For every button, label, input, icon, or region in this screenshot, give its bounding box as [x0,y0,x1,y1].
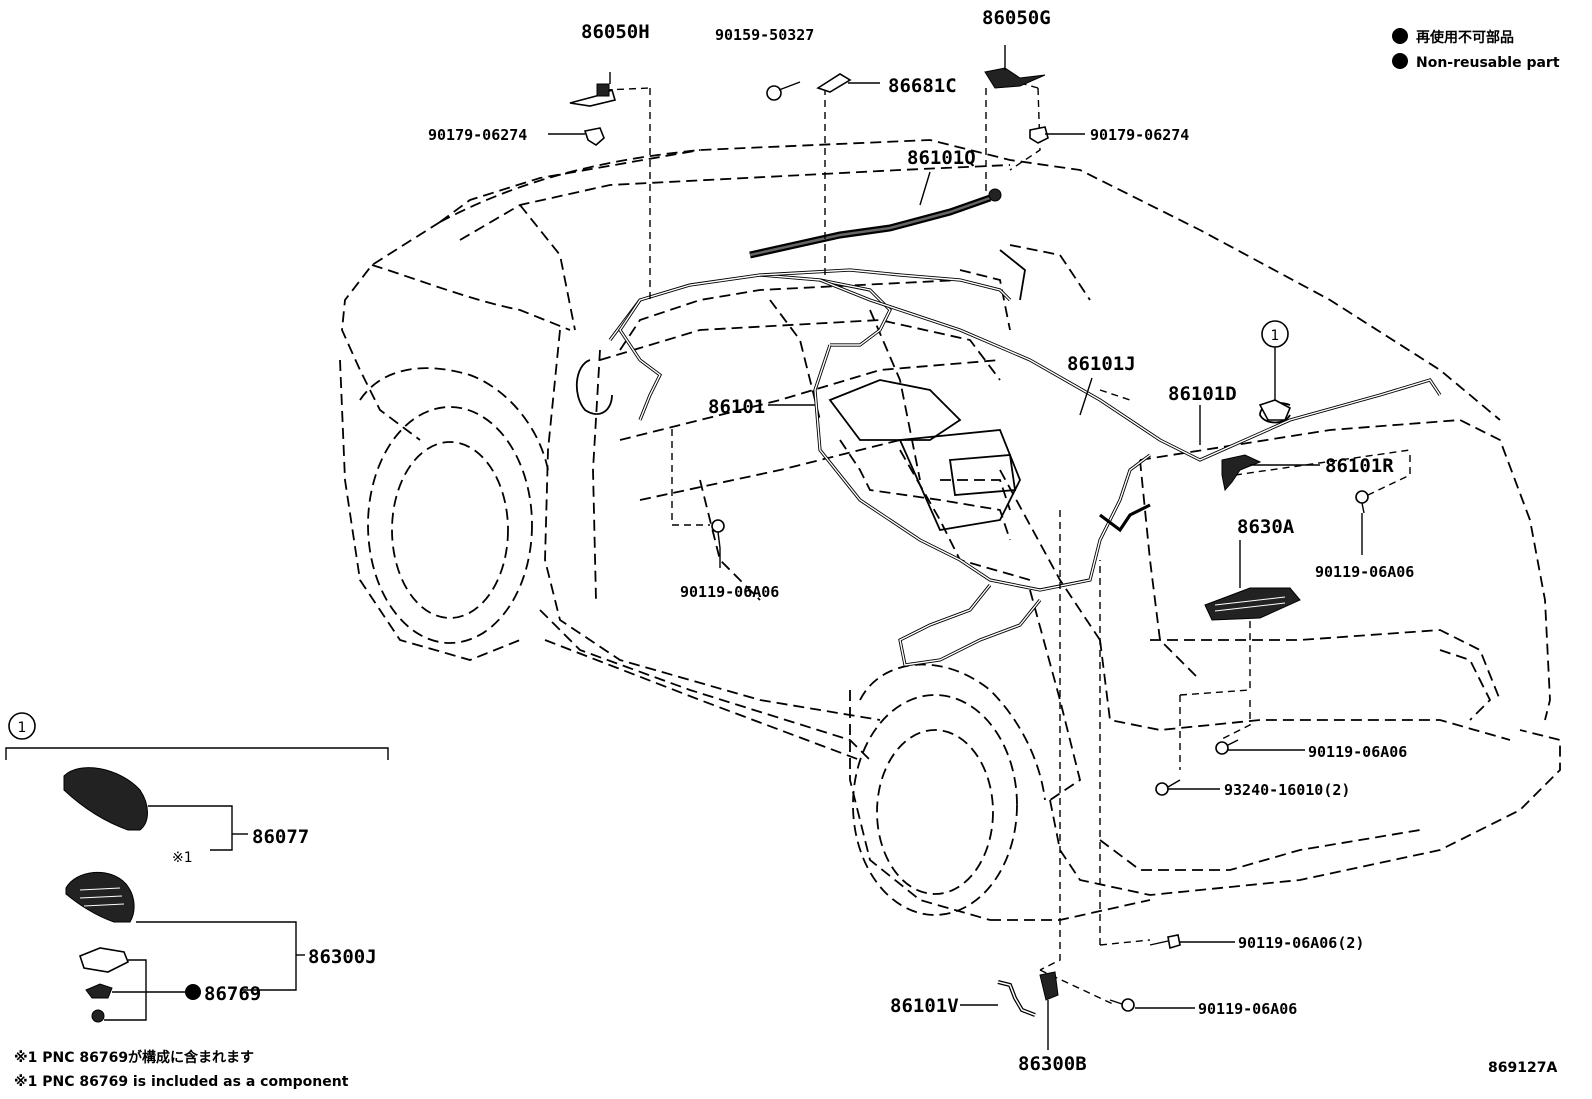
label-86101q: 86101Q [907,147,976,169]
footnote-en: ※1 PNC 86769 is included as a component [14,1074,349,1090]
legend-text-ja: 再使用不可部品 [1416,29,1514,46]
legend-dot-ja [1392,28,1408,44]
label-86300b: 86300B [1018,1053,1087,1075]
label-90119-06a06-right: 90119-06A06 [1315,563,1414,581]
part-86300b-antenna [1039,971,1059,1001]
inset-bracket [5,747,389,760]
inset-marker-text: 1 [18,720,27,736]
label-86681c: 86681C [888,75,957,97]
label-86300j: 86300J [308,946,377,968]
gasket-86769 [79,947,130,973]
label-86101d: 86101D [1168,383,1237,405]
label-8630a: 8630A [1237,516,1295,538]
part-86050g-bracket [984,67,1046,89]
label-86769: 86769 [204,983,261,1005]
part-86101v-harness [997,980,1036,1017]
part-90179-clip-right [1029,126,1049,144]
wire-harness [608,268,1442,667]
label-90119-06a06-8630a: 90119-06A06 [1308,743,1407,761]
part-86050h-bracket [569,83,617,107]
interior-details [575,249,1291,532]
callout-marker-1: 1 [1261,320,1289,348]
label-90119-06a06-left: 90119-06A06 [680,583,779,601]
part-90179-clip-left [583,127,605,146]
label-90119-06a06-lower: 90119-06A06 [1198,1000,1297,1018]
label-86101v: 86101V [890,995,959,1017]
inset-panel: 1 86077 ※1 86300J 86769 [5,712,389,1023]
footnote-ja: ※1 PNC 86769が構成に含まれます [14,1049,254,1066]
label-86101: 86101 [708,396,765,418]
label-90179-06274-left: 90179-06274 [428,126,527,144]
label-93240-16010: 93240-16010(2) [1224,781,1350,799]
leader-86077 [148,805,233,851]
diagram-id: 869127A [1488,1060,1557,1076]
antenna-cover-86077 [63,767,148,831]
part-86101r-connector [1221,454,1262,492]
part-90119-bolt-lower [1109,998,1135,1012]
label-86101r: 86101R [1325,455,1394,477]
part-90119-bolt-8630a [1215,739,1239,755]
leader-86300j [136,921,297,991]
bolt-86769 [91,1009,105,1023]
part-8630a-unit [1204,587,1301,621]
label-90119-06a06-2: 90119-06A06(2) [1238,934,1364,952]
leader-lines [604,79,1411,1006]
label-86050g: 86050G [982,7,1051,29]
part-90119-bolt-right [1355,490,1369,514]
label-86077: 86077 [252,826,309,848]
label-90179-06274-right: 90179-06274 [1090,126,1189,144]
harness-86101q [749,188,1002,259]
part-90119-bolt-pair [1149,934,1181,950]
non-reusable-dot-86769 [185,984,201,1000]
label-86050h: 86050H [581,21,650,43]
part-90119-bolt-left [711,519,725,549]
legend-text-en: Non-reusable part [1416,55,1560,71]
inset-marker-circle [8,712,36,740]
part-90159-bolt [766,81,801,101]
vehicle-outline [339,139,1561,921]
label-90159-50327: 90159-50327 [715,26,814,44]
callout-marker-text: 1 [1271,328,1280,344]
legend: 再使用不可部品 Non-reusable part [1392,28,1560,71]
part-86681c-bracket [816,73,852,93]
legend-dot-en [1392,53,1408,69]
note-ref-1: ※1 [172,850,193,866]
label-leaders [548,45,1363,1050]
part-93240-screw [1155,779,1181,796]
part-rear-antenna-base [1258,399,1292,421]
label-86101j: 86101J [1067,353,1136,375]
pad-86769 [85,983,113,999]
